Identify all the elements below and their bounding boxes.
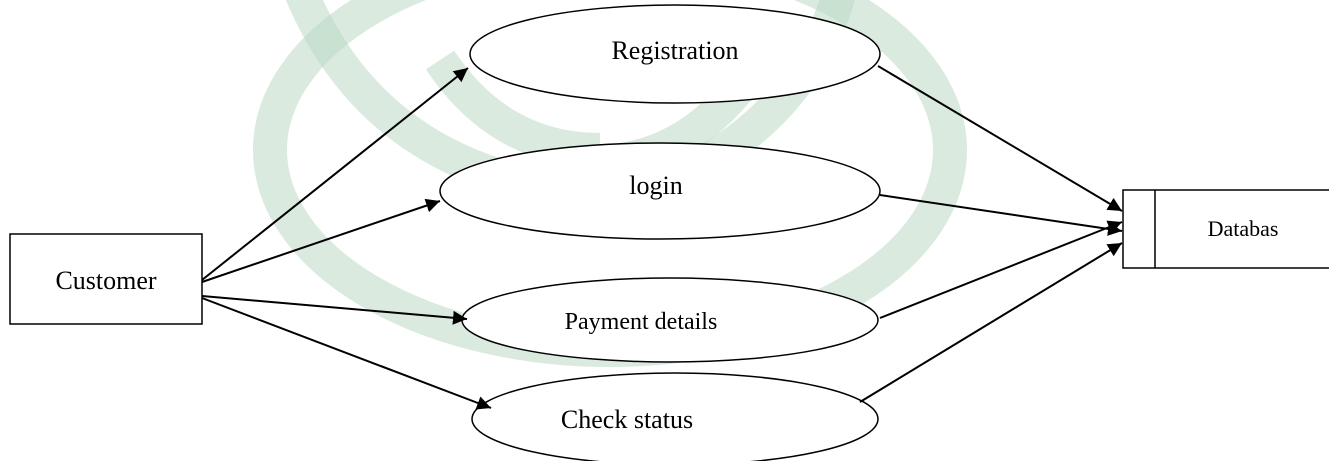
process-login: login — [439, 142, 881, 240]
datastore-outline — [1122, 189, 1329, 269]
flow-customer-to-login — [201, 198, 441, 283]
customer-label: Customer — [55, 266, 156, 295]
process-ellipse — [471, 372, 879, 461]
flow-customer-to-payment — [201, 295, 468, 325]
process-ellipse — [469, 4, 881, 104]
data-flows — [201, 65, 1123, 410]
flow-login-to-database — [879, 194, 1123, 236]
process-label-status: Check status — [561, 405, 693, 434]
datastore-database: Databas — [1122, 189, 1329, 269]
customer-entity: Customer — [9, 233, 203, 325]
flow-registration-to-database — [877, 65, 1123, 212]
customer-box — [9, 233, 203, 325]
flow-customer-to-status — [201, 297, 492, 410]
process-label-login: login — [629, 171, 682, 200]
flow-payment-to-database — [879, 220, 1123, 319]
process-payment-details: Payment details — [461, 277, 879, 363]
process-check-status: Check status — [471, 372, 879, 461]
datastore-label: Databas — [1208, 216, 1279, 241]
process-ellipse — [439, 142, 881, 240]
process-label-registration: Registration — [611, 36, 738, 65]
process-registration: Registration — [469, 4, 881, 104]
process-label-payment: Payment details — [565, 309, 718, 335]
flow-customer-to-registration — [201, 67, 469, 281]
flow-status-to-database — [859, 242, 1123, 403]
